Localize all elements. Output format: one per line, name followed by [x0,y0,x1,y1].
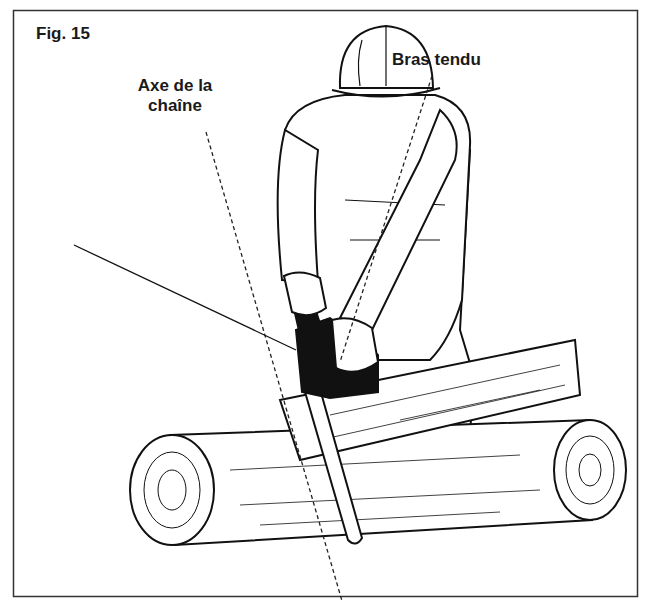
axis-label: Axe de la chaîne [120,76,230,117]
guide-bar [303,382,362,544]
log-ring [144,452,200,528]
helmet-brim [332,88,440,97]
chainsaw [292,292,378,544]
bark-lines [230,455,540,525]
chain-axis-line [206,132,342,601]
leader-line [74,245,296,350]
axis-label: Bras tendu [392,50,481,70]
log-ring [566,436,614,504]
log-end [554,420,626,520]
glove [332,318,378,372]
arm-axis-line [340,76,432,362]
log-ring [579,454,601,486]
figure-frame [14,11,638,597]
worker-left-arm [278,130,318,282]
log-end [130,435,214,545]
figure-title: Fig. 15 [36,24,90,44]
gloves [284,272,378,371]
glove [284,272,326,315]
log-ring [158,470,186,510]
helmet-ridge [358,27,386,86]
worker-right-arm [340,110,457,330]
